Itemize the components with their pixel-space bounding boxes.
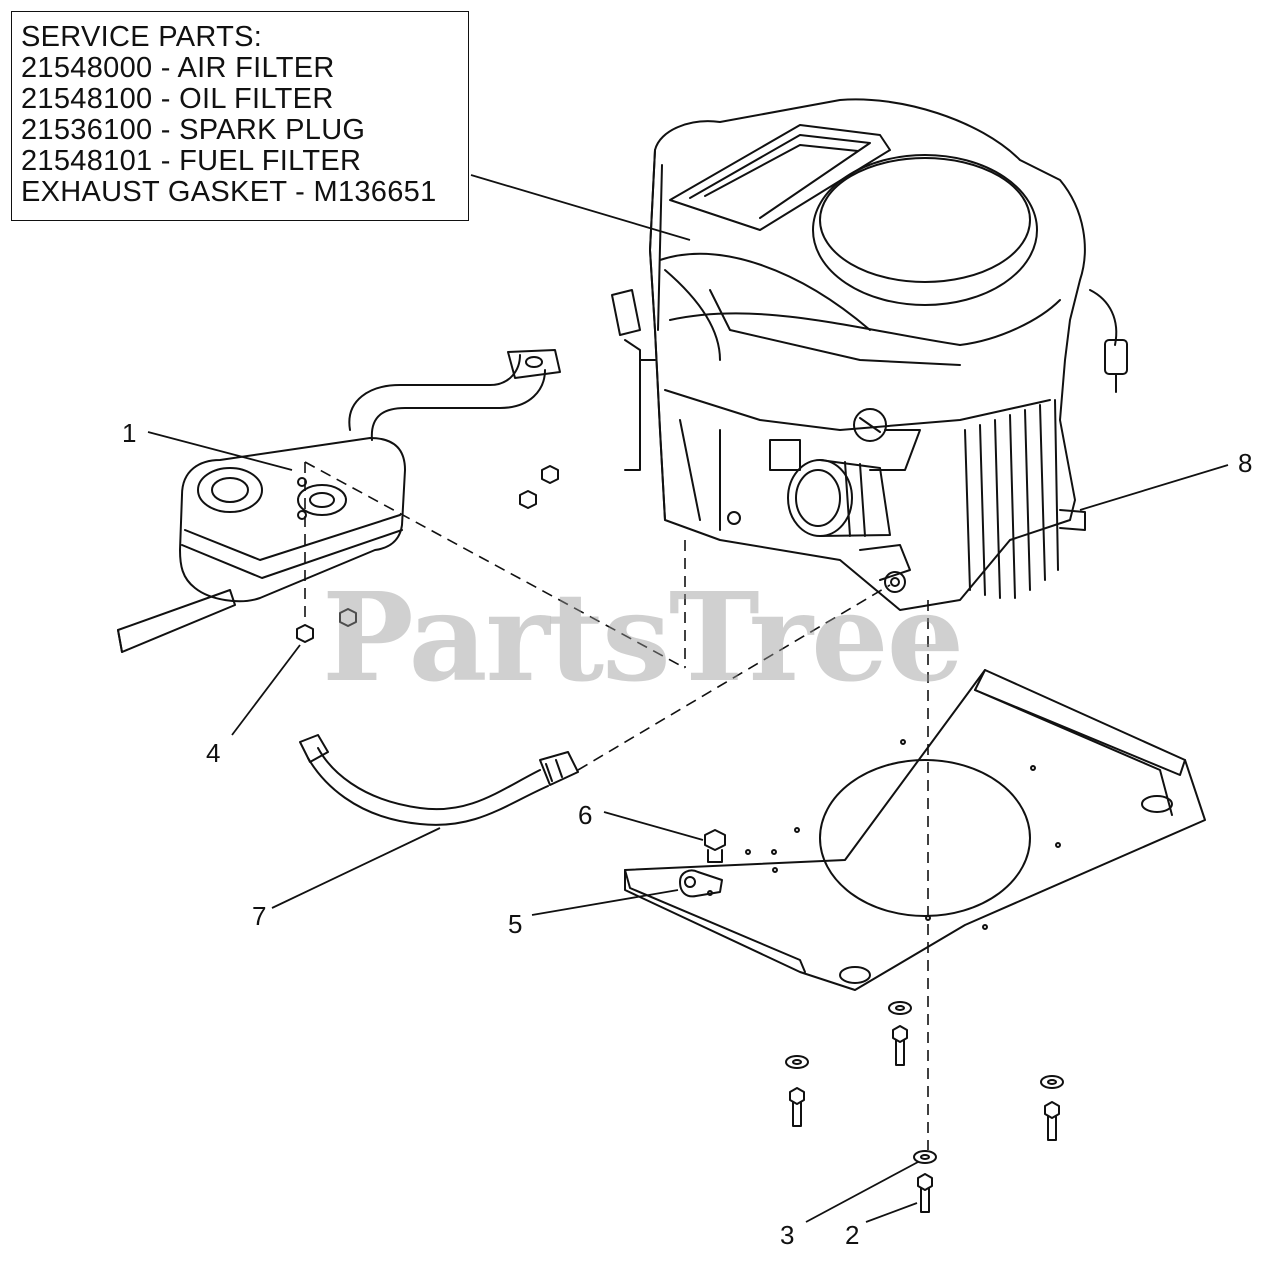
mounting-plate-icon [624,669,1206,991]
service-parts-heading: SERVICE PARTS: [21,21,263,53]
callout-7[interactable]: 7 [252,901,267,931]
assembly-lines [304,461,929,1150]
callout-3[interactable]: 3 [780,1220,795,1250]
service-part-oil-filter: 21548100 - OIL FILTER [21,83,334,115]
fitting-icon [704,829,726,863]
nut-icon [296,465,559,643]
service-part-air-filter: 21548000 - AIR FILTER [21,52,335,84]
bolt-icon [789,1025,1060,1213]
watermark: PartsTree [322,565,964,709]
callout-1[interactable]: 1 [122,418,137,448]
washer-icon [785,1001,1064,1164]
clamp-icon [679,869,723,898]
callout-2[interactable]: 2 [845,1220,860,1250]
callout-4[interactable]: 4 [206,738,221,768]
callout-6[interactable]: 6 [578,800,593,830]
callout-5[interactable]: 5 [508,909,523,939]
callout-8[interactable]: 8 [1238,448,1253,478]
fuel-line-icon [299,734,579,826]
muffler-icon [117,349,561,653]
service-part-spark-plug: 21536100 - SPARK PLUG [21,114,366,146]
leader-lines [147,174,1229,1223]
service-parts-box: SERVICE PARTS: 21548000 - AIR FILTER 215… [11,11,469,221]
service-part-fuel-filter: 21548101 - FUEL FILTER [21,145,362,177]
service-part-exhaust-gasket: EXHAUST GASKET - M136651 [21,176,437,208]
engine-icon [611,98,1128,611]
